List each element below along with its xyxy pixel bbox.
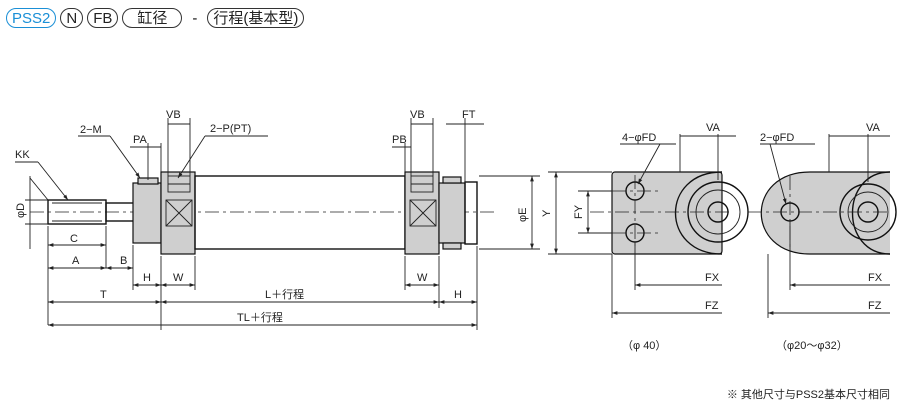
dim-pb: PB xyxy=(392,134,407,146)
dim-p: 2−P(PT) xyxy=(210,123,251,135)
flange-plate-20-32 xyxy=(760,171,890,255)
dim-c: C xyxy=(70,233,78,245)
rod-end-cover xyxy=(132,182,162,244)
dim-a: A xyxy=(72,255,80,267)
dim-va-40: VA xyxy=(706,122,721,134)
dim-phi-e: φE xyxy=(517,208,529,222)
dim-fx-40: FX xyxy=(705,272,720,284)
dim-fz-40: FZ xyxy=(705,300,719,312)
dim-pa: PA xyxy=(133,134,148,146)
side-dimensions: KK 2−M PA VB 2−P(PT) φD C A B xyxy=(15,109,540,330)
dim-va-20-32: VA xyxy=(866,122,881,134)
dim-vb-left: VB xyxy=(166,109,181,121)
code-separator: - xyxy=(192,9,198,27)
dim-phi-d: φD xyxy=(15,203,27,218)
dim-fx-20-32: FX xyxy=(868,272,883,284)
option-code-n: N xyxy=(60,8,84,28)
dim-fz-20-32: FZ xyxy=(868,300,882,312)
dim-h-left: H xyxy=(143,272,151,284)
cushion-rear xyxy=(409,175,437,227)
dim-l-stroke: L＋行程 xyxy=(265,288,304,301)
dim-tl-stroke: TL＋行程 xyxy=(237,311,283,324)
cylinder-side-view xyxy=(30,171,495,255)
end-view-40: 4−φFD VA Y FY FX FZ （φ 40） xyxy=(541,122,749,352)
caption-40: （φ 40） xyxy=(622,339,666,352)
dim-vb-right: VB xyxy=(410,109,425,121)
end-view-20-32: 2−φFD VA FX FZ （φ20～φ32） xyxy=(748,122,897,352)
caption-20-32: （φ20～φ32） xyxy=(776,339,848,352)
rod-thread xyxy=(52,202,102,222)
rear-nut xyxy=(438,182,466,244)
series-code: PSS2 xyxy=(6,8,57,28)
rear-boss xyxy=(464,181,478,245)
dim-m: 2−M xyxy=(80,124,102,136)
dim-fy: FY xyxy=(573,204,585,219)
stroke-code: 行程(基本型) xyxy=(207,8,305,28)
footnote: ※ 其他尺寸与PSS2基本尺寸相同 xyxy=(727,387,890,401)
dim-ft: FT xyxy=(462,109,476,121)
dim-w-left: W xyxy=(173,272,184,284)
dim-y: Y xyxy=(541,209,553,217)
dim-fd-40: 4−φFD xyxy=(622,132,656,144)
dim-kk: KK xyxy=(15,149,30,161)
cushion-front xyxy=(165,199,193,227)
dim-w-right: W xyxy=(417,272,428,284)
model-code-row: PSS2 N FB 缸径 - 行程(基本型) xyxy=(6,6,305,30)
mount-code-fb: FB xyxy=(87,8,119,28)
bore-code: 缸径 xyxy=(122,8,183,28)
cylinder-barrel xyxy=(194,175,406,250)
dim-t: T xyxy=(100,289,107,301)
dim-b: B xyxy=(120,255,127,267)
dim-fd-20-32: 2−φFD xyxy=(760,132,794,144)
dim-h-right: H xyxy=(454,289,462,301)
